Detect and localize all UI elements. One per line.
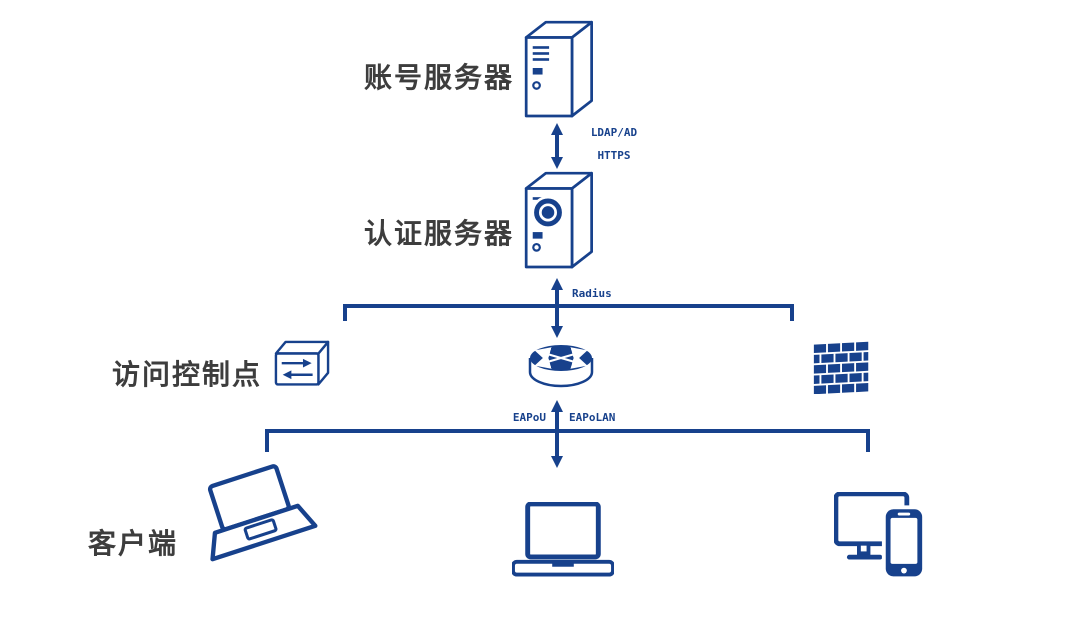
access-layer-bracket <box>343 304 794 321</box>
https-protocol-text: HTTPS <box>597 149 631 162</box>
firewall-brick-icon <box>812 340 872 395</box>
router-icon <box>528 342 594 390</box>
eapolan-protocol-label: EAPoLAN <box>569 411 616 424</box>
ldap-arrow-up <box>551 123 563 135</box>
radius-arrow-up <box>551 278 563 290</box>
radius-protocol-label: Radius <box>572 287 612 300</box>
eap-arrow-down <box>551 456 563 468</box>
radius-arrow-down <box>551 326 563 338</box>
access-control-label: 访问控制点 <box>112 358 263 391</box>
server-auth-badge-icon <box>524 171 596 271</box>
client-layer-bracket <box>265 429 870 452</box>
ldap-arrow-down <box>551 157 563 169</box>
laptop-icon <box>512 502 614 579</box>
ldap-protocol-text: LDAP/AD <box>590 126 638 139</box>
monitor-phone-icon <box>834 492 926 582</box>
laptop-3d-icon <box>196 464 318 579</box>
ldap-https-protocol-label: LDAP/AD HTTPS <box>586 121 642 167</box>
server-tower-icon <box>524 20 596 120</box>
eap-arrow-up <box>551 400 563 412</box>
account-server-label: 账号服务器 <box>364 61 515 94</box>
network-switch-icon <box>274 340 330 388</box>
eapou-protocol-label: EAPoU <box>512 411 546 424</box>
auth-server-label: 认证服务器 <box>364 217 515 250</box>
clients-label: 客户端 <box>88 527 179 560</box>
